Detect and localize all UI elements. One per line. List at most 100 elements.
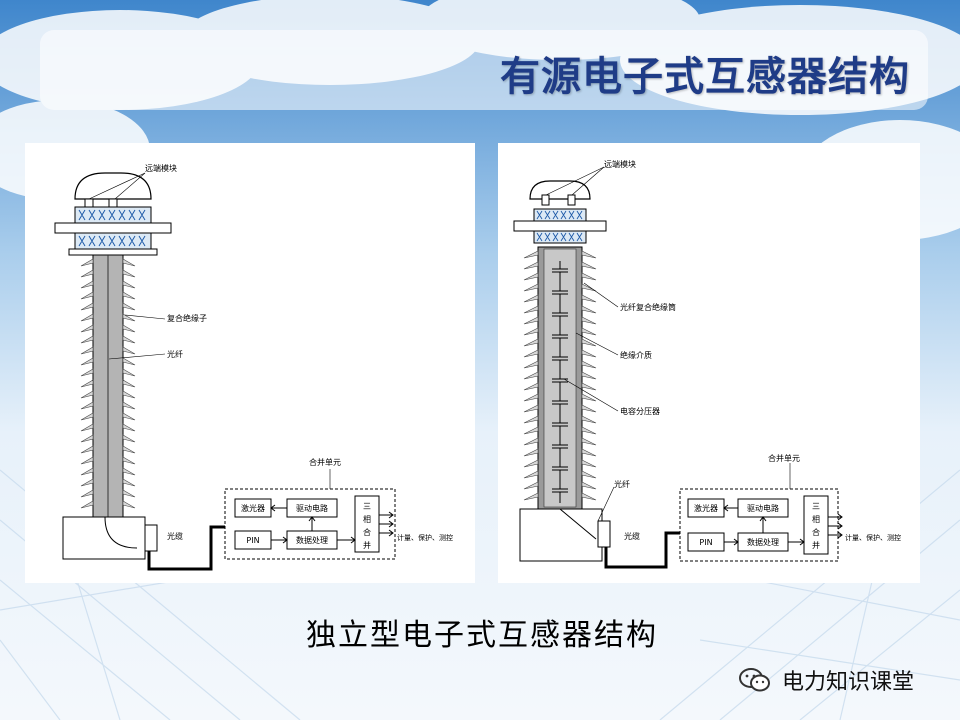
- shed: [581, 393, 597, 402]
- shed: [80, 313, 94, 322]
- shed: [122, 423, 136, 432]
- shed: [523, 459, 539, 468]
- shed: [80, 390, 94, 399]
- shed: [581, 338, 597, 347]
- coil-bottom: [74, 232, 152, 250]
- capacitor-symbol: [552, 371, 568, 393]
- shed: [523, 261, 539, 270]
- capacitor-symbol: [552, 459, 568, 481]
- label-remote-module: 远端模块: [145, 163, 177, 173]
- shed: [80, 456, 94, 465]
- shed: [581, 371, 597, 380]
- shed: [80, 346, 94, 355]
- shed: [122, 489, 136, 498]
- shed: [122, 434, 136, 443]
- three-phase-merge-box: [803, 495, 829, 555]
- shed: [80, 335, 94, 344]
- shed: [80, 434, 94, 443]
- dome-cap: [529, 180, 591, 200]
- label-merge-char: 并: [812, 540, 820, 550]
- shed: [581, 305, 597, 314]
- shed: [80, 412, 94, 421]
- label-laser: 激光器: [694, 503, 718, 513]
- shed: [80, 269, 94, 278]
- left-diagram: 远端模块 复合绝缘子 光纤 光缆 合并单元 激光器 驱动电路 PIN 数据处理 …: [25, 143, 475, 583]
- label-insulating-medium: 绝缘介质: [620, 350, 652, 360]
- wechat-icon: [739, 668, 770, 692]
- shed: [581, 349, 597, 358]
- label-capacitive-divider: 电容分压器: [620, 406, 660, 416]
- capacitor-symbol: [552, 305, 568, 327]
- shed: [80, 478, 94, 487]
- capacitor-symbol: [552, 261, 568, 283]
- watermark-text: 电力知识课堂: [782, 670, 915, 695]
- shed: [581, 360, 597, 369]
- capacitor-symbol: [552, 481, 568, 503]
- shed: [581, 294, 597, 303]
- shed: [80, 324, 94, 333]
- shed: [122, 269, 136, 278]
- shed: [122, 467, 136, 476]
- shed: [122, 401, 136, 410]
- label-merge-char: 并: [363, 540, 371, 550]
- shed: [523, 492, 539, 501]
- label-composite-insulator: 复合绝缘子: [167, 313, 207, 323]
- shed: [80, 445, 94, 454]
- flange: [513, 220, 607, 232]
- shed: [122, 357, 136, 366]
- label-merge-char: 合: [363, 527, 371, 537]
- shed: [80, 467, 94, 476]
- shed: [581, 261, 597, 270]
- shed: [581, 382, 597, 391]
- shed: [581, 459, 597, 468]
- capacitor-symbol: [552, 327, 568, 349]
- shed: [581, 448, 597, 457]
- capacitor-symbol: [552, 393, 568, 415]
- label-merging-unit: 合并单元: [309, 457, 341, 467]
- coil-bottom: [533, 230, 587, 244]
- shed: [523, 360, 539, 369]
- label-laser: 激光器: [241, 503, 265, 513]
- shed: [581, 415, 597, 424]
- shed: [80, 489, 94, 498]
- shed: [523, 250, 539, 259]
- base-tank: [62, 516, 146, 560]
- shed: [122, 324, 136, 333]
- label-merge-char: 相: [363, 514, 371, 524]
- shed: [80, 379, 94, 388]
- insulator-sheds: [523, 250, 597, 501]
- shed: [122, 500, 136, 509]
- shed: [122, 335, 136, 344]
- slide-title: 有源电子式互感器结构: [500, 54, 910, 100]
- title-bar: [40, 30, 928, 110]
- label-remote-module: 远端模块: [604, 159, 636, 169]
- optical-cable-line: [604, 531, 680, 569]
- shed: [523, 305, 539, 314]
- label-optical-fiber: 光纤: [167, 349, 183, 359]
- shed: [523, 272, 539, 281]
- label-fiber-composite-insulator: 光纤复合绝缘筒: [620, 302, 676, 312]
- shed: [80, 258, 94, 267]
- capacitor-symbol: [552, 349, 568, 371]
- label-merging-unit: 合并单元: [768, 453, 800, 463]
- label-pin: PIN: [699, 538, 712, 547]
- shed: [581, 316, 597, 325]
- connector-stub: [84, 198, 94, 208]
- right-diagram: 远端模块 光纤复合绝缘筒 绝缘介质 电容分压器 光纤 光缆 合并单元 激光器 驱…: [498, 143, 920, 583]
- shed: [581, 492, 597, 501]
- shed: [523, 470, 539, 479]
- capacitor-symbol: [552, 415, 568, 437]
- label-output: 计量、保护、测控: [397, 533, 453, 542]
- shed: [523, 338, 539, 347]
- coil-top: [74, 206, 152, 224]
- shed: [80, 368, 94, 377]
- shed: [122, 313, 136, 322]
- shed: [122, 302, 136, 311]
- shed: [523, 316, 539, 325]
- shed: [581, 327, 597, 336]
- label-optical-cable: 光缆: [167, 531, 183, 541]
- capacitor-symbol: [552, 283, 568, 305]
- label-optical-fiber: 光纤: [614, 479, 630, 489]
- shed: [581, 426, 597, 435]
- merging-unit-frame: [224, 488, 396, 560]
